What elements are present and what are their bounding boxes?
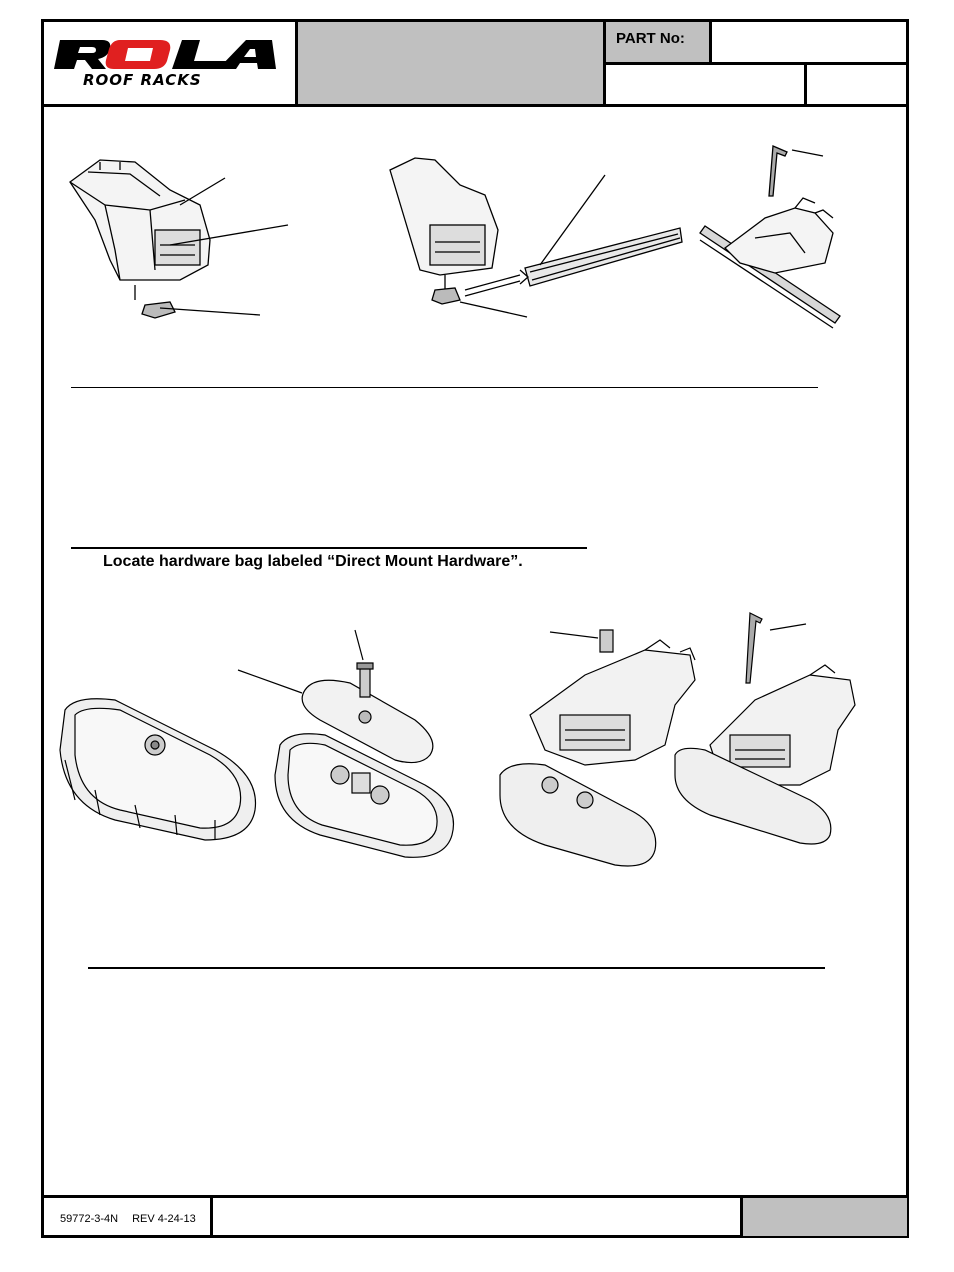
figure-foot-over-pad (499, 629, 696, 867)
header-divider-partno (709, 21, 712, 64)
header-title-cell (298, 22, 603, 104)
figure-foot-rail (389, 157, 683, 318)
header-divider-lower (804, 64, 807, 105)
part-no-label-cell (606, 22, 709, 63)
part-no-label: PART No: (616, 30, 685, 47)
footer-page-cell (743, 1198, 907, 1236)
doc-number: 59772-3-4N (60, 1213, 119, 1225)
header-divider-title (603, 21, 606, 105)
figure-foot-on-rail (699, 145, 841, 329)
logo-tagline: ROOF RACKS (83, 71, 202, 89)
footer-divider-1 (210, 1197, 213, 1238)
footer-divider-2 (740, 1197, 743, 1238)
revision: REV 4-24-13 (132, 1213, 196, 1225)
section-divider-1 (71, 387, 818, 388)
figure-foot-on-pad-key (674, 612, 856, 845)
footer-doc-number: 59772-3-4N REV 4-24-13 (60, 1213, 196, 1225)
figure-pad-exploded (237, 629, 455, 858)
header-row-divider (606, 62, 909, 65)
rola-logo: ROOF RACKS (50, 35, 280, 90)
figure-pad-assembled (59, 698, 257, 841)
header-divider-logo (295, 21, 298, 105)
figure-foot-tnut (69, 159, 289, 319)
footer-top-line (42, 1195, 909, 1198)
section-divider-2 (71, 547, 587, 549)
hardware-instruction: Locate hardware bag labeled “Direct Moun… (103, 553, 523, 570)
page-frame (41, 19, 909, 1238)
rola-logo-graphic: ROOF RACKS (54, 40, 276, 89)
section-divider-3 (88, 967, 825, 969)
header-bottom-line (42, 104, 909, 107)
